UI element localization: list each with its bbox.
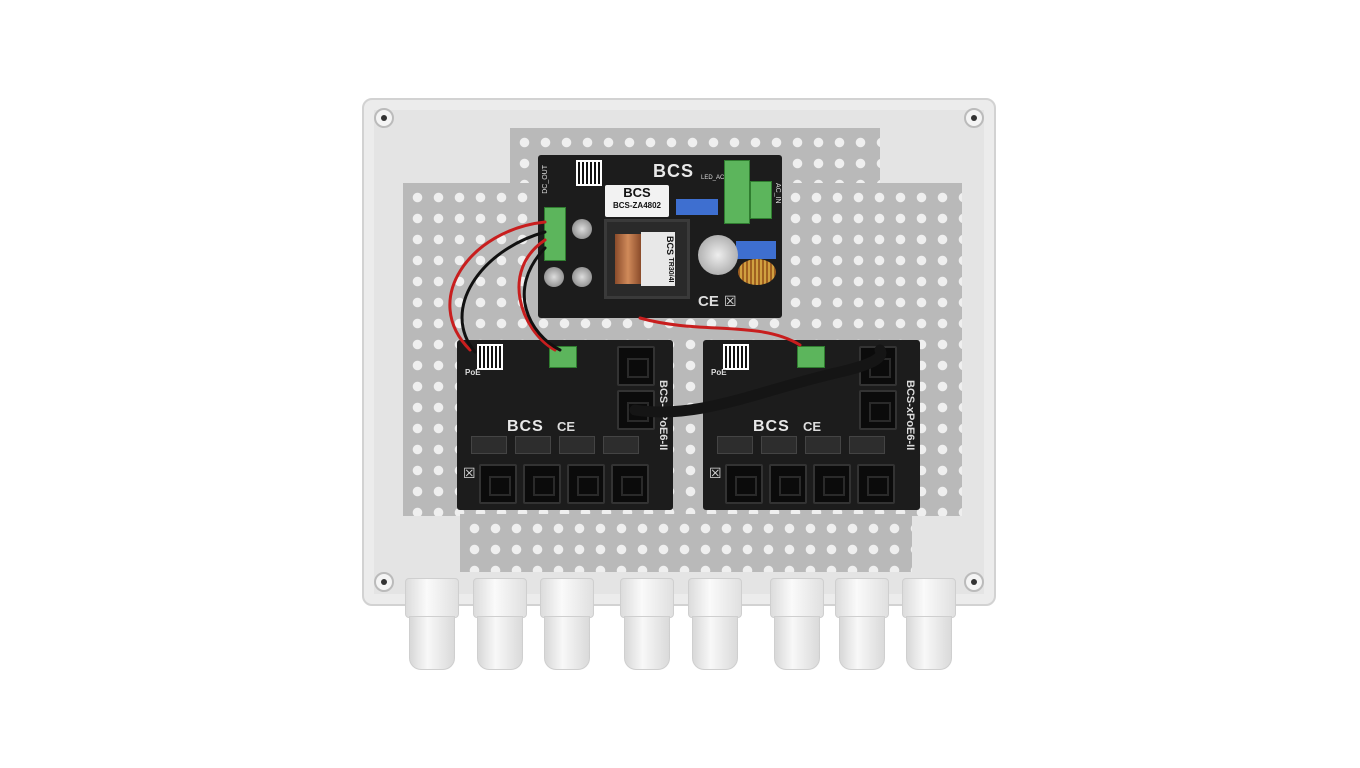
chip	[717, 436, 753, 454]
power-wire-red	[517, 238, 557, 352]
poe-port[interactable]	[479, 464, 517, 504]
corner-screw	[964, 108, 984, 128]
model-text: BCS-xPoE6-II	[904, 380, 916, 451]
capacitor	[676, 199, 718, 215]
corner-screw	[964, 572, 984, 592]
poe-board-2: PoE BCS CE BCS-xPoE6-II ☒	[703, 340, 920, 510]
electrolytic-capacitor	[698, 235, 738, 275]
chip	[471, 436, 507, 454]
poe-port[interactable]	[611, 464, 649, 504]
corner-screw	[374, 108, 394, 128]
model-label: BCS BCS-ZA4802	[605, 185, 669, 217]
poe-port[interactable]	[567, 464, 605, 504]
uplink-port	[617, 346, 655, 386]
chip	[761, 436, 797, 454]
ce-mark: CE	[803, 419, 822, 434]
weee-bin-icon: ☒	[709, 465, 722, 481]
weee-bin-icon: ☒	[463, 465, 476, 481]
poe-port[interactable]	[725, 464, 763, 504]
qr-code	[576, 160, 602, 186]
ce-mark: CE	[557, 419, 576, 434]
toroid-coil	[738, 259, 776, 285]
poe-label: PoE	[465, 368, 481, 377]
weee-bin-icon: ☒	[724, 293, 737, 309]
led-label: LED_AC	[701, 175, 725, 181]
capacitor	[572, 267, 592, 287]
capacitor	[544, 267, 564, 287]
cable-gland	[473, 578, 527, 670]
chip	[515, 436, 551, 454]
power-wire-black	[460, 230, 547, 354]
ac-in-label: AC_IN	[774, 183, 781, 204]
model-text: BCS-ZA4802	[612, 201, 661, 210]
uplink-port	[859, 390, 897, 430]
chip	[559, 436, 595, 454]
poe-port[interactable]	[523, 464, 561, 504]
cable-gland	[620, 578, 674, 670]
cable-gland	[835, 578, 889, 670]
brand-logo: BCS	[507, 418, 544, 435]
transformer-label: BCS TR30/4I	[641, 232, 675, 286]
power-terminal	[797, 346, 825, 368]
corner-screw	[374, 572, 394, 592]
cable-gland	[405, 578, 459, 670]
capacitor	[572, 219, 592, 239]
qr-code	[477, 344, 503, 370]
label-logo: BCS	[623, 185, 651, 200]
chip	[805, 436, 841, 454]
dc-out-terminal	[544, 207, 566, 261]
cable-gland	[688, 578, 742, 670]
poe-port[interactable]	[813, 464, 851, 504]
transformer: BCS TR30/4I	[604, 219, 690, 299]
power-wire-black	[522, 246, 562, 352]
power-wire-red	[448, 220, 547, 352]
chip	[849, 436, 885, 454]
capacitor	[736, 241, 776, 259]
transformer-code: TR30/4I	[667, 257, 674, 283]
mounting-plate-bottom	[460, 514, 912, 572]
cable-gland	[540, 578, 594, 670]
power-terminal	[549, 346, 577, 368]
ethernet-patch-cable	[629, 344, 887, 418]
psu-board: BCS LED_AC BCS BCS-ZA4802 DC_OUT AC_IN B…	[538, 155, 782, 318]
chip	[603, 436, 639, 454]
qr-code	[723, 344, 749, 370]
brand-logo: BCS	[753, 418, 790, 435]
brand-logo: BCS	[653, 161, 695, 181]
transformer-brand: BCS	[665, 235, 675, 255]
poe-label: PoE	[711, 368, 727, 377]
poe-port[interactable]	[769, 464, 807, 504]
ce-mark: CE	[698, 293, 719, 310]
copper-coil	[615, 234, 641, 284]
fuse-holder	[724, 160, 750, 224]
cable-gland	[770, 578, 824, 670]
poe-port[interactable]	[857, 464, 895, 504]
power-wire-red	[638, 316, 802, 347]
ac-in-terminal	[750, 181, 772, 219]
cable-gland	[902, 578, 956, 670]
poe-board-1: PoE BCS CE BCS-xPoE6-II ☒	[457, 340, 673, 510]
